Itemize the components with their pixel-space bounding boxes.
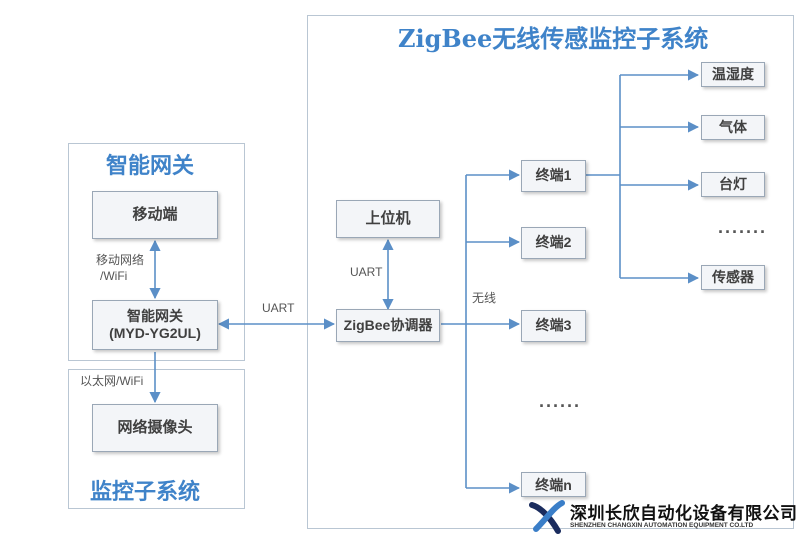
- company-name-en: SHENZHEN CHANGXIN AUTOMATION EQUIPMENT C…: [570, 522, 754, 529]
- terminal-1-node: 终端1: [521, 160, 586, 192]
- gateway-panel-title: 智能网关: [106, 153, 195, 179]
- uart-host-label: UART: [350, 265, 383, 279]
- gateway-node-model: (MYD-YG2UL): [109, 325, 201, 341]
- company-name-cn: 深圳长欣自动化设备有限公司: [570, 504, 798, 523]
- mobile-link-label-line1: 移动网络: [96, 253, 145, 267]
- mobile-node: 移动端: [92, 191, 218, 239]
- sensor-generic-node: 传感器: [701, 265, 765, 290]
- mobile-link-label-line2: /WiFi: [100, 268, 128, 283]
- camera-node: 网络摄像头: [92, 404, 218, 452]
- zigbee-subsystem-title: ZigBee无线传感监控子系统: [398, 24, 709, 53]
- ethernet-link-label: 以太网/WiFi: [80, 374, 144, 388]
- gateway-node-name: 智能网关: [127, 307, 183, 324]
- terminal-ellipsis: ······: [539, 396, 581, 416]
- uart-gateway-label: UART: [262, 301, 295, 315]
- monitor-subsystem-title: 监控子系统: [90, 479, 201, 505]
- sensor-lamp-node: 台灯: [701, 172, 765, 197]
- terminal-n-node: 终端n: [521, 472, 586, 497]
- coordinator-node: ZigBee协调器: [336, 309, 440, 342]
- sensor-ellipsis: ·······: [718, 222, 767, 242]
- host-node: 上位机: [336, 200, 440, 238]
- terminal-3-node: 终端3: [521, 310, 586, 342]
- terminal-2-node: 终端2: [521, 227, 586, 259]
- company-logo-mark: [529, 500, 565, 534]
- sensor-temp-node: 温湿度: [701, 62, 765, 87]
- mobile-link-label: 移动网络 /WiFi: [96, 253, 144, 284]
- wireless-label: 无线: [472, 291, 497, 305]
- gateway-node: 智能网关 (MYD-YG2UL): [92, 300, 218, 350]
- company-logo: 深圳长欣自动化设备有限公司 SHENZHEN CHANGXIN AUTOMATI…: [528, 495, 800, 538]
- sensor-gas-node: 气体: [701, 115, 765, 140]
